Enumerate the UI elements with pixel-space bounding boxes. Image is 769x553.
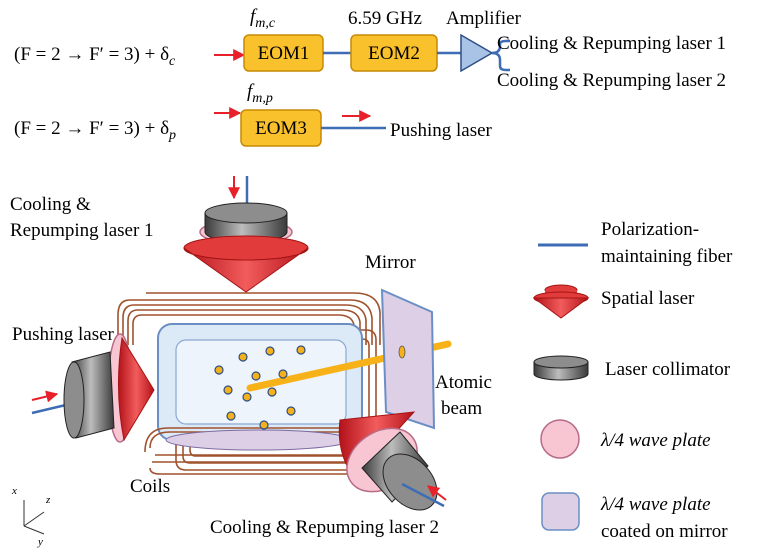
atom	[286, 406, 296, 416]
eom2-label: EOM2	[368, 43, 420, 64]
bottom-waveplate-coated	[165, 429, 351, 451]
top-laser-cone	[183, 247, 309, 293]
right-input-arrow	[427, 485, 447, 501]
atom	[267, 387, 277, 397]
pushing-laser-output: Pushing laser	[390, 120, 493, 141]
left-laser-cone	[117, 336, 155, 442]
freq-label: 6.59 GHz	[348, 8, 422, 29]
atom	[278, 369, 288, 379]
top-collimator-cap	[204, 202, 288, 224]
atom	[214, 365, 224, 375]
row1-input-label: (F = 2 → F′ = 3) + δc	[14, 44, 176, 69]
output-cooling-1: Cooling & Repumping laser 1	[497, 33, 726, 54]
legend-spatial-label: Spatial laser	[601, 288, 695, 309]
eom3-label: EOM3	[255, 118, 307, 139]
mirror-plate	[380, 288, 436, 430]
left-input-arrow	[31, 390, 59, 403]
atom	[226, 411, 236, 421]
legend-coated-line2: coated on mirror	[601, 521, 728, 542]
atomic-label-line2: beam	[441, 398, 482, 419]
axis-triad	[23, 500, 45, 535]
legend: Polarization- maintaining fiber Spatial …	[532, 219, 733, 542]
mirror-label: Mirror	[365, 252, 416, 273]
axis-x-label: x	[11, 485, 17, 497]
atom	[223, 385, 233, 395]
legend-waveplate-label: λ/4 wave plate	[600, 430, 711, 451]
atom	[242, 392, 252, 402]
legend-collimator-swatch	[533, 355, 589, 381]
row1-mod-label: fm,c	[250, 6, 276, 31]
fiber-out-2	[491, 51, 510, 72]
cooling1-label-line1: Cooling &	[10, 194, 91, 215]
atom	[265, 346, 275, 356]
atoms	[214, 345, 306, 430]
amplifier-triangle	[460, 33, 494, 73]
legend-waveplate-swatch	[540, 419, 580, 459]
left-collimator-cap	[63, 361, 85, 439]
cooling2-label: Cooling & Repumping laser 2	[210, 517, 439, 538]
chain-row-1: (F = 2 → F′ = 3) + δc fm,c EOM1 6.59 GHz…	[14, 6, 726, 91]
legend-coated-line1: λ/4 wave plate	[600, 494, 711, 515]
coils-label: Coils	[130, 476, 170, 497]
right-fiber	[401, 482, 445, 508]
row2-input-label: (F = 2 → F′ = 3) + δp	[14, 118, 176, 143]
atom	[238, 352, 248, 362]
atom	[251, 371, 261, 381]
legend-coated-swatch	[541, 492, 580, 531]
row2-mod-label: fm,p	[247, 81, 273, 106]
pushing-label: Pushing laser	[12, 324, 115, 345]
amplifier-label: Amplifier	[446, 8, 522, 29]
legend-spatial-swatch	[532, 284, 590, 319]
axis-z-label: z	[45, 494, 51, 506]
fiber-out-1	[491, 39, 510, 55]
atom	[296, 345, 306, 355]
output-cooling-2: Cooling & Repumping laser 2	[497, 70, 726, 91]
mirror-hole	[398, 345, 406, 359]
legend-fiber-line2: maintaining fiber	[601, 246, 733, 267]
cooling1-label-line2: Repumping laser 1	[10, 220, 154, 241]
atomic-label-line1: Atomic	[435, 372, 492, 393]
coils-back	[117, 292, 381, 345]
legend-collimator-label: Laser collimator	[605, 359, 731, 380]
chain-row-2: (F = 2 → F′ = 3) + δp fm,p EOM3 Pushing …	[14, 81, 493, 147]
legend-fiber-line1: Polarization-	[601, 219, 699, 240]
axis-y-label: y	[37, 536, 43, 548]
setup: Cooling & Repumping laser 1	[10, 176, 492, 548]
atom	[259, 420, 269, 430]
eom1-label: EOM1	[258, 43, 310, 64]
